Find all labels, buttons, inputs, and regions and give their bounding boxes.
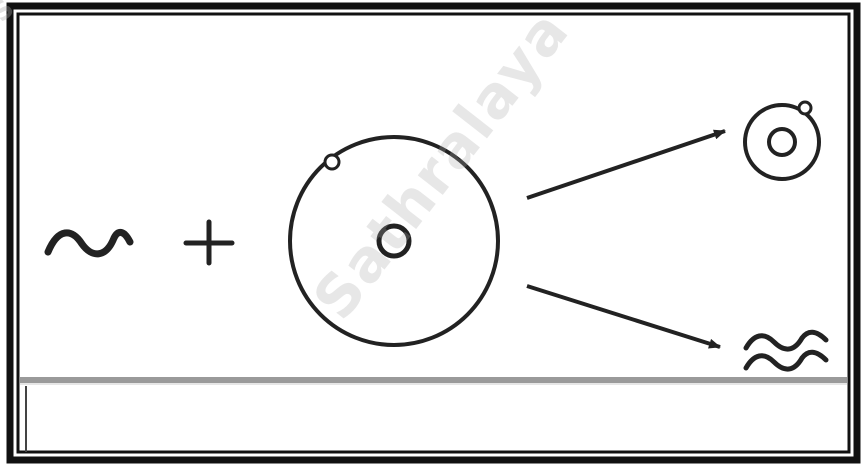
lower-strip-shadow (20, 377, 847, 383)
incident-wave-icon (48, 232, 130, 253)
atom-icon (290, 137, 498, 345)
scattered-waves-icon (746, 332, 826, 369)
ejection-arrow (527, 131, 725, 198)
plus-sign-icon (186, 222, 232, 263)
electron-orbit (290, 137, 498, 345)
electron-icon (325, 155, 339, 169)
small-atom-icon (745, 102, 819, 179)
inner-border (18, 14, 849, 452)
nucleus-icon (379, 226, 409, 256)
outer-border (10, 6, 857, 460)
scatter-arrow (527, 286, 720, 347)
